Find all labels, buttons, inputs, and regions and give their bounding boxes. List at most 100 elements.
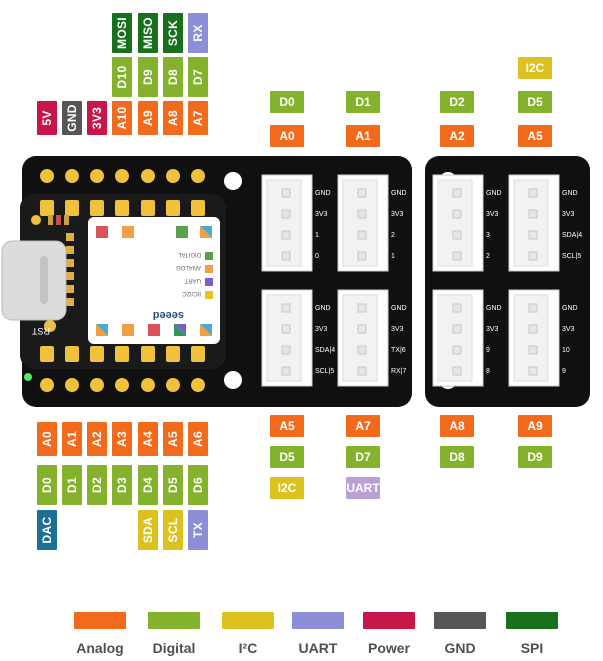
gold-pad xyxy=(141,200,155,216)
gold-pad xyxy=(191,200,205,216)
connector-pin-label: 10 xyxy=(562,347,570,354)
pin-label-miso: MISO xyxy=(138,13,158,53)
pin-label-a6: A6 xyxy=(188,422,208,456)
pin-label-d1: D1 xyxy=(62,465,82,505)
gold-pad xyxy=(191,169,205,183)
gold-pad xyxy=(90,200,104,216)
grove-connectors: GND3V310GND3V321GND3V332GND3V3SDA|4SCL|5… xyxy=(261,174,582,387)
connector-pin xyxy=(281,366,291,376)
grove-label-a2: A2 xyxy=(440,125,474,147)
connector-pin-label: 1 xyxy=(315,232,319,239)
pin-label-dac: DAC xyxy=(37,510,57,550)
gold-pad xyxy=(166,169,180,183)
pin-label-d8: D8 xyxy=(163,57,183,97)
connector-pin xyxy=(452,230,462,240)
connector-pin xyxy=(452,345,462,355)
pin-label-5v: 5V xyxy=(37,101,57,135)
mounting-hole xyxy=(224,371,242,389)
connector-pin xyxy=(281,230,291,240)
connector-pin-label: SCL|5 xyxy=(315,368,334,375)
gold-pad xyxy=(40,200,54,216)
usb-c-port xyxy=(1,240,67,321)
gold-pad xyxy=(65,169,79,183)
connector-pin xyxy=(357,345,367,355)
connector-pin xyxy=(357,251,367,261)
grove-label-uart: UART xyxy=(346,477,380,499)
mini-legend-swatch xyxy=(205,265,213,273)
legend-label: Digital xyxy=(152,640,196,656)
pin-label-tx: TX xyxy=(188,510,208,550)
connector-pin-label: GND xyxy=(391,305,407,312)
status-pad xyxy=(31,215,41,225)
connector-pin xyxy=(357,324,367,334)
mini-legend-swatch xyxy=(205,291,213,299)
grove-label-d5: D5 xyxy=(518,91,552,113)
gold-pad xyxy=(40,169,54,183)
connector-pin xyxy=(357,366,367,376)
pin-label-a5: A5 xyxy=(163,422,183,456)
legend-swatch-power xyxy=(363,612,415,629)
grove-label-a1: A1 xyxy=(346,125,380,147)
hinge-hole xyxy=(412,343,424,355)
gold-pad xyxy=(166,346,180,362)
legend-swatch-analog xyxy=(74,612,126,629)
connector-pin xyxy=(452,188,462,198)
brand-label: seeed xyxy=(153,309,184,321)
gold-pad xyxy=(141,346,155,362)
connector-pin xyxy=(528,324,538,334)
legend-swatch-spi xyxy=(506,612,558,629)
gold-pad xyxy=(141,378,155,392)
pin-label-sda: SDA xyxy=(138,510,158,550)
connector-pin-label: SDA|4 xyxy=(562,232,582,239)
connector-pin xyxy=(281,188,291,198)
mounting-hole xyxy=(224,172,242,190)
connector-pin xyxy=(281,251,291,261)
side-pad xyxy=(66,246,74,254)
chip-area xyxy=(88,217,220,344)
grove-label-d8: D8 xyxy=(440,446,474,468)
connector-pin xyxy=(528,230,538,240)
connector-pin xyxy=(528,188,538,198)
mini-legend-label: UART xyxy=(184,277,201,283)
pin-label-a7: A7 xyxy=(188,101,208,135)
pin-label-gnd: GND xyxy=(62,101,82,135)
pin-label-mosi: MOSI xyxy=(112,13,132,53)
reset-button-pad xyxy=(44,320,56,332)
connector-pin xyxy=(281,209,291,219)
connector-pin-label: SCL|5 xyxy=(562,253,581,260)
connector-pin-label: 3V3 xyxy=(562,211,575,218)
gold-pad xyxy=(65,378,79,392)
grove-label-d1: D1 xyxy=(346,91,380,113)
hinge-holes xyxy=(412,184,424,372)
connector-pin xyxy=(528,303,538,313)
connector-pin-label: GND xyxy=(486,305,502,312)
connector-pin xyxy=(357,303,367,313)
grove-label-d5: D5 xyxy=(270,446,304,468)
pin-label-d10: D10 xyxy=(112,57,132,97)
connector-pin xyxy=(281,345,291,355)
connector-pin-label: 3V3 xyxy=(562,326,575,333)
legend-label: GND xyxy=(444,640,476,656)
gold-pad xyxy=(90,378,104,392)
pin-label-a10: A10 xyxy=(112,101,132,135)
smd-part xyxy=(56,215,61,225)
connector-pin xyxy=(452,303,462,313)
hinge-hole xyxy=(412,235,424,247)
connector-pin xyxy=(528,209,538,219)
grove-label-d0: D0 xyxy=(270,91,304,113)
connector-pin-label: TX|6 xyxy=(391,347,406,354)
grove-label-d2: D2 xyxy=(440,91,474,113)
pin-label-a8: A8 xyxy=(163,101,183,135)
hinge-hole xyxy=(412,201,424,213)
grove-label-a9: A9 xyxy=(518,415,552,437)
connector-pin-label: GND xyxy=(486,190,502,197)
pin-label-a1: A1 xyxy=(62,422,82,456)
connector-pin-label: 2 xyxy=(391,232,395,239)
mini-legend-swatch xyxy=(205,252,213,260)
pin-label-3v3: 3V3 xyxy=(87,101,107,135)
